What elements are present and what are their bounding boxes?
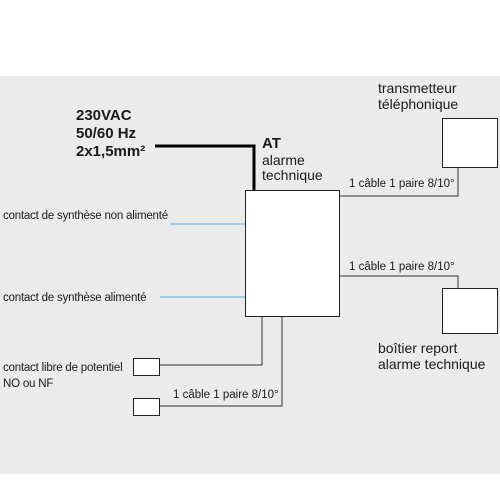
report-box-label-line2: alarme technique [378,356,486,372]
free-contact-box-1 [133,358,160,376]
free-contact-label-line2: NO ou NF [3,378,54,390]
free-contact-label: contact libre de potentiel NO ou NF [3,360,123,392]
at-alarm-box [245,190,340,317]
transmitter-cable-label: 1 câble 1 paire 8/10° [349,178,455,190]
at-title: AT [262,135,281,152]
transmitter-box [442,118,498,168]
power-cable-section: 2x1,5mm² [76,143,146,160]
power-frequency: 50/60 Hz [76,125,137,142]
report-box-label: boîtier report alarme technique [378,340,485,372]
report-box-label-line1: boîtier report [378,340,458,356]
free-contact-wire-2 [160,316,283,407]
power-cable [155,144,256,190]
at-subtitle-line2: technique [262,167,323,183]
transmitter-label-line2: téléphonique [378,96,459,112]
free-contact-box-2 [133,398,160,416]
free-contact-label-line1: contact libre de potentiel [3,362,123,374]
powered-contact-label: contact de synthèse alimenté [3,292,147,304]
transmitter-label-line1: transmetteur [378,80,457,96]
contact-cable-label: 1 câble 1 paire 8/10° [173,389,279,401]
power-supply-label: 230VAC 50/60 Hz 2x1,5mm² [76,107,145,161]
transmitter-cable [340,168,459,197]
power-voltage: 230VAC [76,107,132,124]
at-subtitle-line1: alarme [262,152,305,168]
report-cable [340,275,459,288]
report-cable-label: 1 câble 1 paire 8/10° [349,261,455,273]
free-contact-wire-1 [160,316,263,366]
transmitter-label: transmetteur téléphonique [378,80,458,112]
non-powered-contact-label: contact de synthèse non alimenté [3,210,168,222]
report-box [442,288,498,334]
at-subtitle: alarme technique [262,153,323,183]
